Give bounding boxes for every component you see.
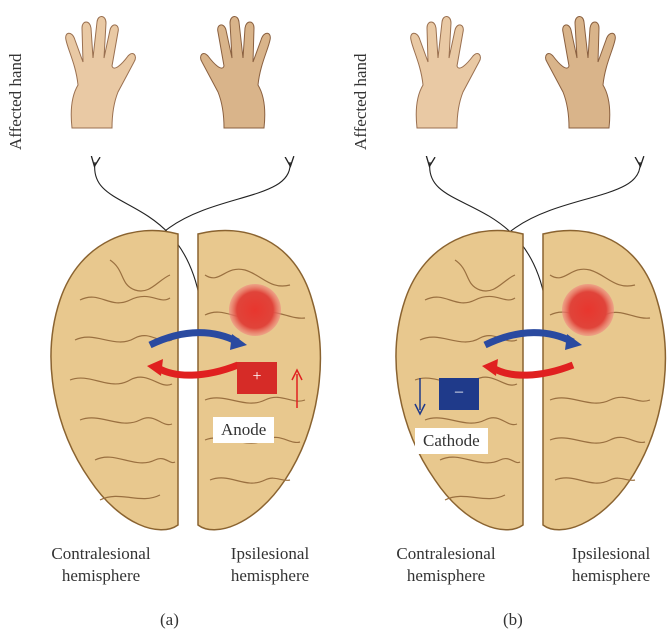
hemisphere-label-line1: Contralesional (361, 543, 531, 565)
electrode-symbol: + (237, 368, 277, 386)
left-hand-icon (66, 16, 136, 128)
lesion-icon (229, 284, 281, 336)
electrode-symbol: – (439, 383, 479, 401)
panel-caption: (b) (503, 610, 523, 630)
panel-caption: (a) (160, 610, 179, 630)
ipsilesional-label: Ipsilesional hemisphere (555, 543, 667, 587)
hemisphere-label-line2: hemisphere (555, 565, 667, 587)
hemisphere-label-line1: Ipsilesional (555, 543, 667, 565)
hemisphere-label-line1: Contralesional (16, 543, 186, 565)
affected-hand-label: Affected hand (351, 54, 371, 150)
panel-b-illustration (345, 0, 667, 636)
ipsilesional-label: Ipsilesional hemisphere (210, 543, 330, 587)
right-hand-icon (546, 16, 616, 128)
contralesional-label: Contralesional hemisphere (16, 543, 186, 587)
electrode-label: Anode (213, 417, 274, 443)
hemisphere-label-line2: hemisphere (16, 565, 186, 587)
lesion-icon (562, 284, 614, 336)
left-hand-icon (411, 16, 481, 128)
right-hand-icon (201, 16, 271, 128)
panel-b: Affected hand – Cathode Contralesional h… (345, 0, 667, 636)
hemisphere-label-line1: Ipsilesional (210, 543, 330, 565)
panel-a-illustration (0, 0, 334, 636)
hemisphere-label-line2: hemisphere (210, 565, 330, 587)
panel-a: Affected hand + Anode Contralesional hem… (0, 0, 334, 636)
brain-icon (51, 230, 320, 529)
hemisphere-label-line2: hemisphere (361, 565, 531, 587)
electrode-label: Cathode (415, 428, 488, 454)
brain-icon (396, 230, 665, 529)
contralesional-label: Contralesional hemisphere (361, 543, 531, 587)
affected-hand-label: Affected hand (6, 54, 26, 150)
